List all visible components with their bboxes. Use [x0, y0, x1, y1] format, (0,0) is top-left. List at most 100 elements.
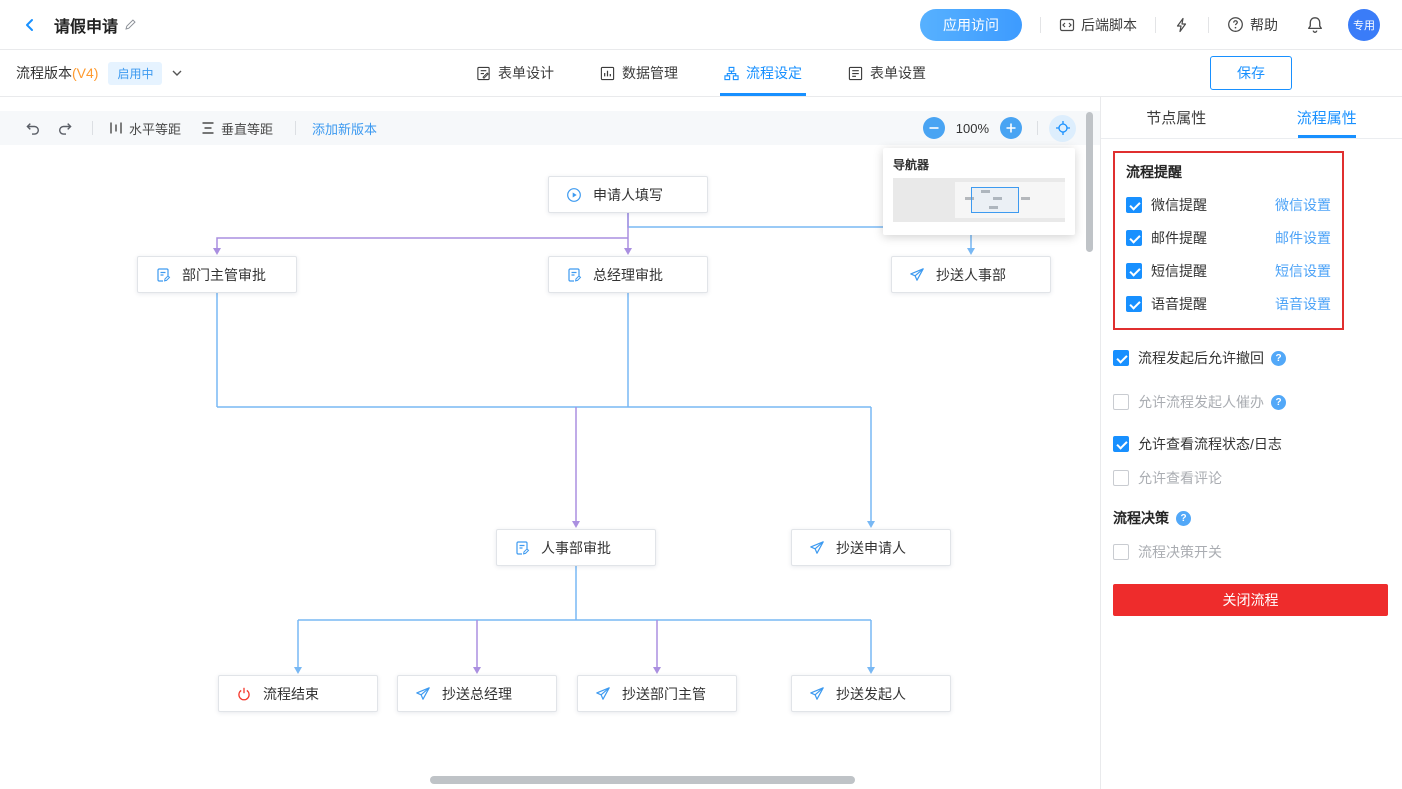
node-hr-approval[interactable]: 人事部审批 [496, 529, 656, 566]
node-cc-gm[interactable]: 抄送总经理 [397, 675, 557, 712]
voice-reminder-checkbox[interactable] [1126, 296, 1142, 312]
node-label: 总经理审批 [593, 266, 663, 283]
wechat-reminder-checkbox[interactable] [1126, 197, 1142, 213]
quick-entry-icon[interactable] [1174, 17, 1190, 33]
vertical-space-icon [202, 122, 214, 134]
form-settings-icon [848, 66, 863, 80]
module-tabs: 表单设计 数据管理 流程设定 表单设置 [476, 50, 926, 96]
reminder-row-email: 邮件提醒 邮件设置 [1126, 228, 1331, 248]
properties-panel: 节点属性 流程属性 流程提醒 微信提醒 微信设置 邮件提醒 邮件设置 [1100, 97, 1402, 789]
minimap-viewport[interactable] [971, 187, 1019, 213]
avatar[interactable]: 专用 [1348, 8, 1380, 41]
tab-data-manage[interactable]: 数据管理 [600, 50, 678, 96]
crosshair-icon [1055, 121, 1070, 135]
help-button[interactable]: 帮助 [1227, 15, 1278, 35]
node-cc-dept-manager[interactable]: 抄送部门主管 [577, 675, 737, 712]
tab-process-properties[interactable]: 流程属性 [1252, 97, 1402, 138]
panel-body: 流程提醒 微信提醒 微信设置 邮件提醒 邮件设置 短信提醒 短信设 [1101, 139, 1402, 616]
view-comments-checkbox[interactable] [1113, 470, 1129, 486]
approval-form-icon [514, 540, 530, 556]
backend-script-button[interactable]: 后端脚本 [1059, 15, 1137, 35]
node-cc-applicant[interactable]: 抄送申请人 [791, 529, 951, 566]
tab-flow-design[interactable]: 流程设定 [720, 50, 806, 96]
decision-switch-label: 流程决策开关 [1138, 544, 1222, 560]
redo-icon[interactable] [57, 120, 74, 136]
add-version-link[interactable]: 添加新版本 [312, 121, 378, 137]
node-cc-initiator[interactable]: 抄送发起人 [791, 675, 951, 712]
help-icon[interactable]: ? [1176, 510, 1191, 526]
reminder-row-sms: 短信提醒 短信设置 [1126, 261, 1331, 281]
send-icon [909, 267, 925, 283]
play-circle-icon [566, 187, 582, 203]
tab-label: 流程设定 [746, 65, 802, 81]
chevron-down-icon[interactable] [172, 69, 182, 77]
help-icon[interactable]: ? [1271, 394, 1286, 410]
allow-urge-label: 允许流程发起人催办 [1138, 394, 1264, 410]
option-allow-withdraw: 流程发起后允许撤回 ? [1113, 348, 1388, 368]
send-icon [809, 686, 825, 702]
help-icon[interactable]: ? [1271, 350, 1286, 366]
send-icon [415, 686, 431, 702]
option-allow-urge: 允许流程发起人催办 ? [1113, 392, 1388, 412]
flow-canvas[interactable]: 申请人填写 部门主管审批 总经理审批 抄送人事部 人事部审批 抄送申请人 [0, 97, 1100, 789]
node-label: 抄送人事部 [936, 266, 1006, 283]
wechat-settings-link[interactable]: 微信设置 [1275, 197, 1331, 213]
option-decision-switch: 流程决策开关 [1113, 542, 1388, 562]
horizontal-space-label: 水平等距 [129, 121, 182, 137]
node-gm-approval[interactable]: 总经理审批 [548, 256, 708, 293]
horizontal-space-icon [110, 122, 122, 134]
process-version: 流程版本(V4) [16, 63, 98, 83]
decision-section-title: 流程决策 ? [1113, 508, 1388, 528]
allow-urge-checkbox[interactable] [1113, 394, 1129, 410]
vertical-scrollbar[interactable] [1086, 112, 1093, 252]
back-icon[interactable] [22, 17, 38, 33]
save-button[interactable]: 保存 [1210, 56, 1292, 90]
email-reminder-checkbox[interactable] [1126, 230, 1142, 246]
undo-icon[interactable] [24, 120, 41, 136]
tab-label: 表单设计 [498, 65, 554, 81]
data-manage-icon [600, 66, 615, 80]
page-title: 请假申请 [54, 18, 119, 36]
tab-label: 数据管理 [622, 65, 678, 81]
send-icon [595, 686, 611, 702]
vertical-space-label: 垂直等距 [221, 121, 274, 137]
email-settings-link[interactable]: 邮件设置 [1275, 230, 1331, 246]
divider [1040, 16, 1041, 33]
option-view-comments: 允许查看评论 [1113, 468, 1388, 488]
canvas-toolbar: 水平等距 垂直等距 添加新版本 100% [0, 111, 1100, 145]
sms-settings-link[interactable]: 短信设置 [1275, 263, 1331, 279]
node-end[interactable]: 流程结束 [218, 675, 378, 712]
power-icon [236, 686, 252, 702]
email-reminder-label: 邮件提醒 [1151, 230, 1207, 246]
voice-settings-link[interactable]: 语音设置 [1275, 296, 1331, 312]
decision-title-text: 流程决策 [1113, 510, 1169, 526]
tab-form-design[interactable]: 表单设计 [476, 50, 554, 96]
allow-withdraw-checkbox[interactable] [1113, 350, 1129, 366]
zoom-in-button[interactable] [1000, 117, 1022, 139]
edit-title-icon[interactable] [124, 18, 137, 31]
horizontal-space-button[interactable]: 水平等距 [109, 119, 181, 138]
divider [1208, 16, 1209, 33]
notification-bell-icon[interactable] [1306, 16, 1324, 34]
decision-switch-checkbox[interactable] [1113, 544, 1129, 560]
view-status-checkbox[interactable] [1113, 436, 1129, 452]
node-cc-hr[interactable]: 抄送人事部 [891, 256, 1051, 293]
app-access-button[interactable]: 应用访问 [920, 8, 1022, 41]
node-start[interactable]: 申请人填写 [548, 176, 708, 213]
tab-form-settings[interactable]: 表单设置 [848, 50, 926, 96]
navigator-minimap[interactable] [893, 178, 1065, 222]
horizontal-scrollbar[interactable] [430, 776, 855, 784]
locate-button[interactable] [1049, 114, 1076, 142]
close-process-button[interactable]: 关闭流程 [1113, 584, 1388, 616]
flow-design-icon [724, 66, 739, 80]
tab-node-properties[interactable]: 节点属性 [1146, 110, 1207, 127]
divider [1037, 121, 1038, 135]
vertical-space-button[interactable]: 垂直等距 [201, 119, 273, 138]
zoom-out-button[interactable] [922, 117, 945, 139]
sms-reminder-checkbox[interactable] [1126, 263, 1142, 279]
divider [295, 121, 297, 135]
help-label: 帮助 [1250, 16, 1278, 33]
send-icon [809, 540, 825, 556]
view-comments-label: 允许查看评论 [1138, 470, 1222, 486]
node-dept-manager-approval[interactable]: 部门主管审批 [137, 256, 297, 293]
